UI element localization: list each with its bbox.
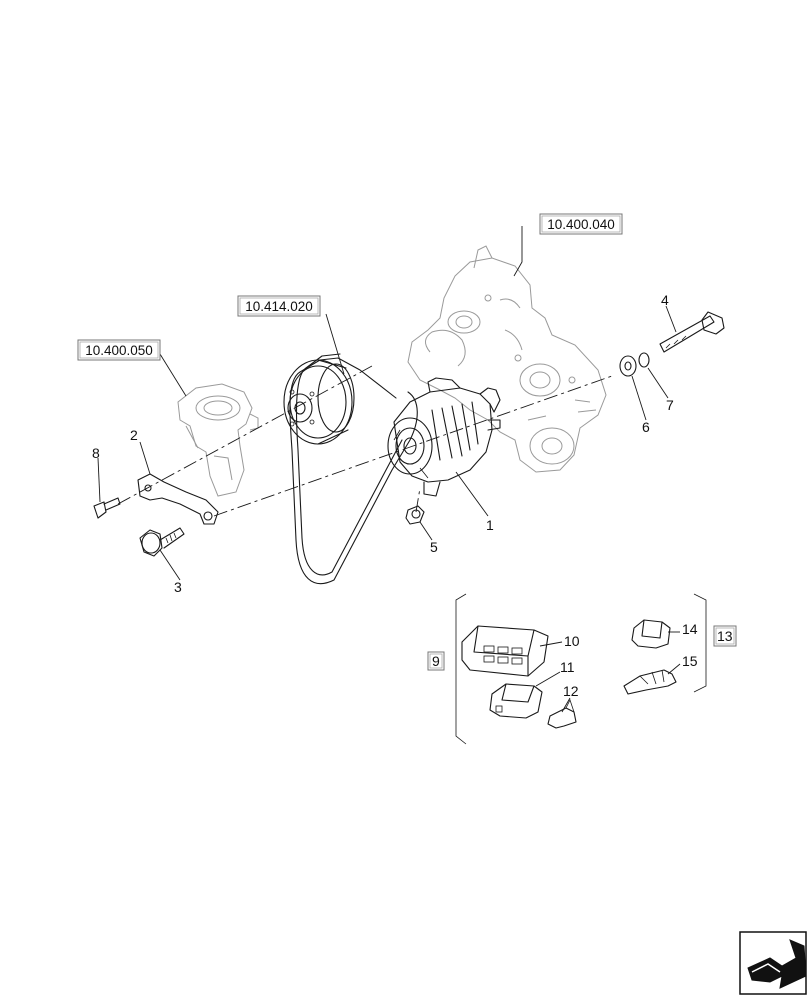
callout-7: 7: [666, 397, 674, 413]
callout-9: 9: [432, 653, 440, 669]
reference-box-10-414-020[interactable]: 10.414.020: [237, 295, 321, 317]
adjusting-bracket-drawing: [137, 473, 219, 525]
water-pump-drawing: [177, 383, 259, 497]
leader-lines: [97, 226, 681, 713]
callout-12: 12: [563, 683, 579, 699]
callout-1: 1: [486, 517, 494, 533]
reference-label: 10.414.020: [245, 299, 313, 314]
connector-kit-drawing: [455, 593, 707, 745]
reference-label: 10.400.050: [85, 343, 153, 358]
nut-5-drawing: [405, 505, 425, 525]
reference-label: 10.400.040: [547, 217, 615, 232]
bolt-8-drawing: [93, 497, 121, 519]
callout-6: 6: [642, 419, 650, 435]
callout-2: 2: [130, 427, 138, 443]
washers-and-bolt-drawing: [619, 311, 725, 377]
callout-5: 5: [430, 539, 438, 555]
callout-3: 3: [174, 579, 182, 595]
callout-13: 13: [717, 628, 733, 644]
next-page-arrow-icon[interactable]: [739, 931, 807, 995]
assembly-axis-line-2: [213, 375, 613, 517]
callout-10: 10: [564, 633, 580, 649]
reference-box-10-400-050[interactable]: 10.400.050: [77, 339, 161, 361]
engine-housing-drawing: [407, 245, 607, 473]
callout-11: 11: [560, 659, 575, 675]
callout-15: 15: [682, 653, 698, 669]
callout-4: 4: [661, 292, 669, 308]
callout-8: 8: [92, 445, 100, 461]
reference-box-10-400-040[interactable]: 10.400.040: [539, 213, 623, 235]
assembly-axis-line-3: [415, 487, 421, 513]
alternator-drawing: [387, 377, 501, 497]
bolt-3-drawing: [139, 527, 185, 557]
assembly-axis-line: [117, 365, 373, 505]
callout-numbers: 1 2 3 4 5 6 7 8 10 11 12 14 15: [92, 292, 698, 699]
callout-14: 14: [682, 621, 698, 637]
callout-box-13[interactable]: 13: [713, 625, 737, 647]
callout-box-9[interactable]: 9: [427, 651, 445, 671]
